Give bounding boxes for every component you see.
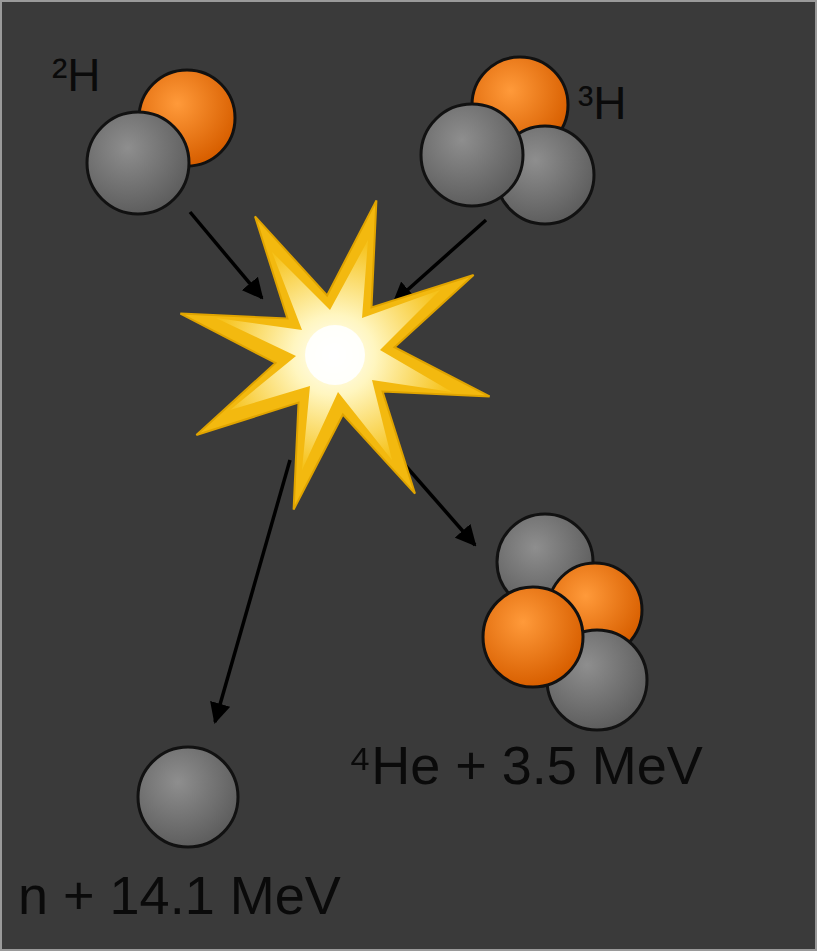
tritium-nucleus — [421, 57, 594, 224]
fusion-star — [180, 200, 489, 509]
deuterium-nucleus — [87, 70, 235, 214]
nuclide-label: n + 14.1 MeV — [18, 868, 341, 922]
nuclide-label: ²H — [52, 52, 101, 98]
neutron — [138, 747, 238, 847]
nuclide-label: ³H — [578, 80, 627, 126]
nuclide-label: ⁴He + 3.5 MeV — [348, 738, 703, 792]
helium-nucleus — [483, 514, 647, 730]
